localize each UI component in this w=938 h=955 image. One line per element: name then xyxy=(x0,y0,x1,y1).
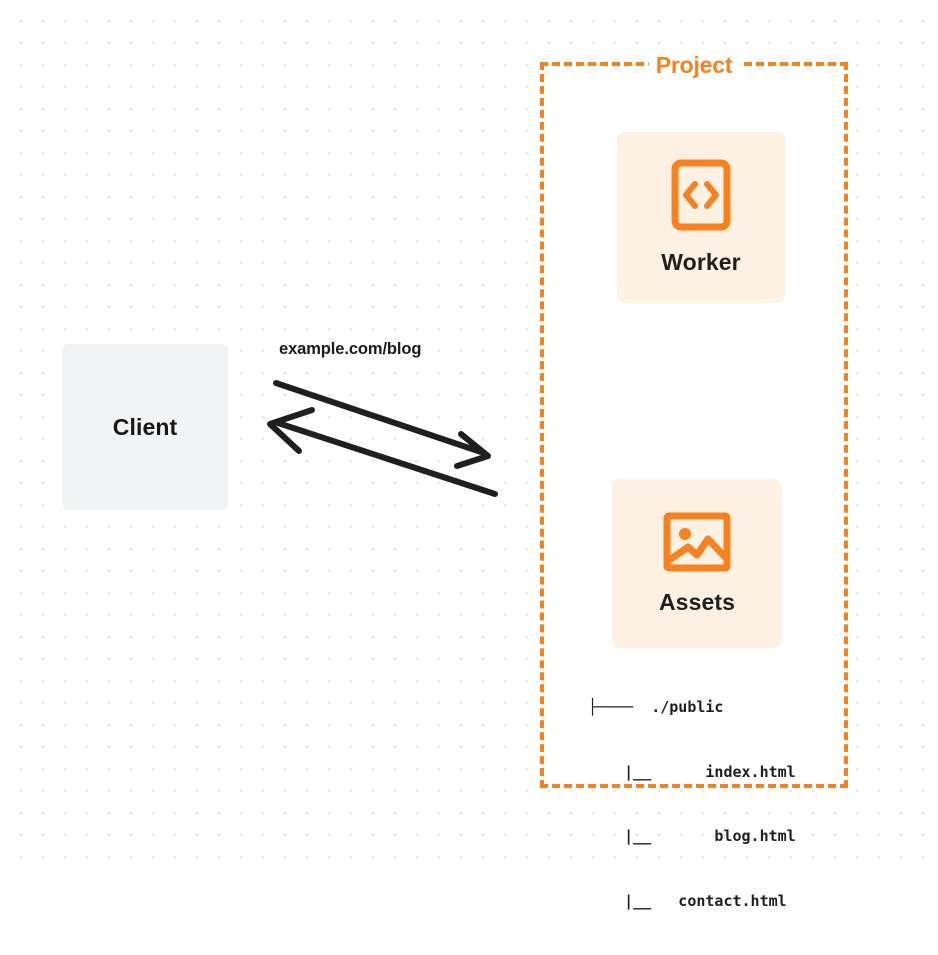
worker-card[interactable]: Worker xyxy=(617,132,785,303)
project-title: Project xyxy=(648,52,740,78)
file-tree-row: ├──── ./public xyxy=(588,698,724,716)
client-label: Client xyxy=(112,413,178,440)
assets-file-tree: ├──── ./public |__ index.html |__ blog.h… xyxy=(588,654,796,955)
worker-label: Worker xyxy=(661,249,741,275)
assets-label: Assets xyxy=(658,589,736,615)
request-url-label: example.com/blog xyxy=(279,340,422,358)
code-brackets-icon xyxy=(671,159,731,231)
file-tree-row: |__ index.html xyxy=(588,762,796,781)
client-node[interactable]: Client xyxy=(62,344,228,510)
project-container: Project Worker Assets xyxy=(540,52,848,910)
file-tree-row: |__ blog.html xyxy=(588,827,796,845)
diagram-canvas: Client example.com/blog Project xyxy=(0,0,938,910)
file-tree-row: |__ contact.html xyxy=(588,891,787,910)
image-icon xyxy=(663,511,731,573)
assets-card[interactable]: Assets xyxy=(612,479,782,648)
request-arrow xyxy=(273,380,491,469)
response-arrow xyxy=(267,407,498,497)
